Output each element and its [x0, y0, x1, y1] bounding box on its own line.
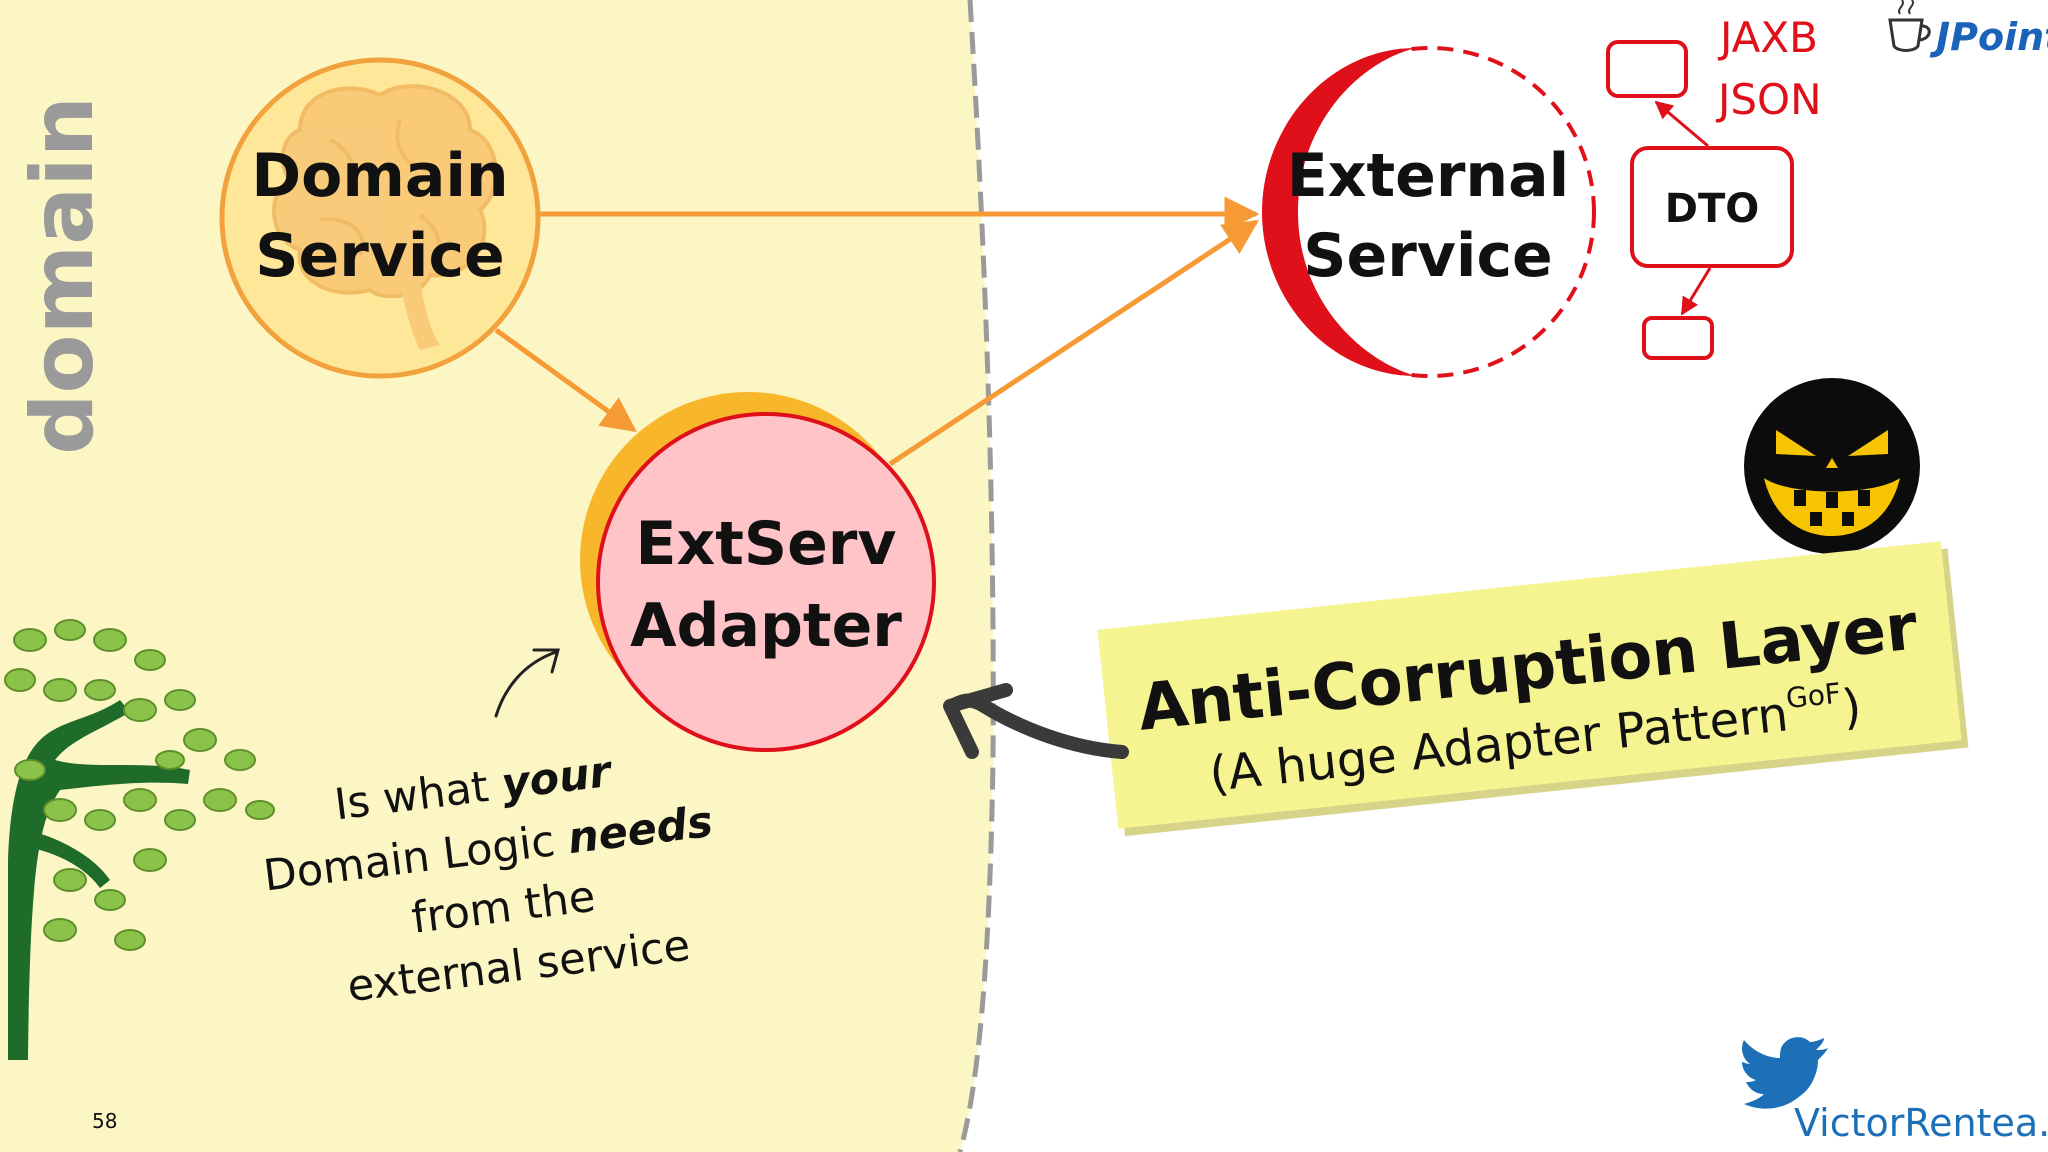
brain-icon [272, 84, 498, 350]
adapter-line1: ExtServ [636, 509, 897, 579]
domain-service-line1: Domain [251, 141, 508, 211]
page-number: 58 [92, 1109, 117, 1133]
dto-label: DTO [1665, 186, 1760, 232]
evil-pumpkin-icon [1744, 378, 1920, 554]
format-jaxb: JAXB [1717, 13, 1818, 62]
coffee-cup-icon [1888, 0, 1931, 52]
adapter-node: ExtServ Adapter [580, 392, 936, 752]
external-service-node: External Service [1262, 46, 1596, 378]
tree-icon [4, 619, 275, 1060]
source-box [1606, 40, 1688, 98]
side-label: domain [13, 96, 113, 455]
acl-subtitle-sup: GoF [1784, 677, 1842, 716]
target-box [1642, 316, 1714, 360]
jpoint-logo: JPoint [1888, 0, 2048, 59]
domain-service-line2: Service [255, 221, 504, 291]
dto-box [1630, 146, 1794, 268]
note-arrow [494, 648, 560, 718]
twitter-bird-icon [1742, 1037, 1828, 1109]
acl-callout: Anti-Corruption Layer (A huge Adapter Pa… [1097, 541, 1969, 837]
external-service-line2: Service [1303, 221, 1552, 291]
arrow-domain-to-adapter [494, 327, 637, 433]
external-service-line1: External [1287, 141, 1569, 211]
domain-boundary-line [957, 0, 996, 1152]
footer: VictorRentea.ro [1742, 1037, 2048, 1145]
dto-diagram: DTO JAXB JSON [1606, 13, 1822, 360]
adapter-line2: Adapter [630, 591, 902, 661]
callout-pointer-arrow [943, 683, 1129, 759]
footer-handle: VictorRentea.ro [1794, 1101, 2048, 1145]
format-json: JSON [1715, 75, 1822, 124]
logo-text: JPoint [1929, 15, 2048, 59]
domain-service-node: Domain Service [219, 57, 541, 379]
arrow-adapter-to-external [888, 219, 1259, 467]
